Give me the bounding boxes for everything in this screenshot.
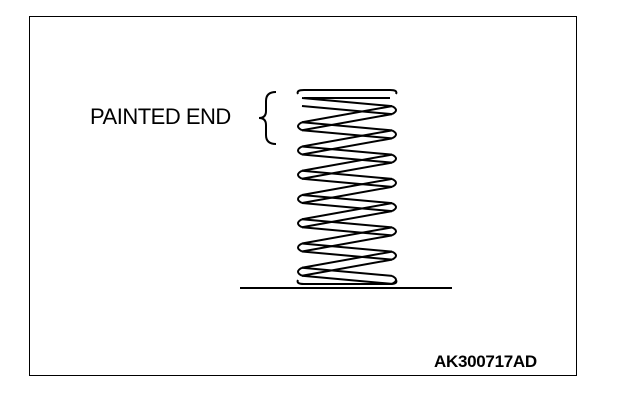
coil-spring xyxy=(296,89,398,285)
spring-coil-segment xyxy=(301,242,393,253)
spring-coil-segment xyxy=(301,121,393,132)
spring-coil-segment xyxy=(296,279,398,285)
spring-coil-segment xyxy=(301,250,393,261)
spring-coil-segment xyxy=(301,218,393,229)
spring-coil-segment xyxy=(301,266,393,277)
painted-end-brace xyxy=(258,91,277,145)
spring-coil-segment xyxy=(301,113,393,132)
spring-coil-segment xyxy=(301,177,393,196)
spring-coil-segment xyxy=(297,145,303,156)
spring-coil-segment xyxy=(297,266,303,277)
spring-coil-segment xyxy=(301,258,393,277)
spring-coil-segment xyxy=(297,194,303,204)
spring-coil-segment xyxy=(301,250,393,269)
spring-coil-segment xyxy=(301,105,393,116)
spring-coil-segment xyxy=(301,153,393,164)
spring-coil-segment xyxy=(301,226,393,237)
spring-coil-segment xyxy=(391,226,397,237)
spring-coil-segment xyxy=(301,129,393,140)
spring-coil-segment xyxy=(301,194,393,205)
spring-coil-segment xyxy=(296,89,398,95)
spring-coil-segment xyxy=(301,177,393,188)
spring-coil-segment xyxy=(301,202,393,221)
spring-coil-segment xyxy=(301,226,393,245)
spring-coil-segment xyxy=(301,234,393,253)
spring-coil-segment xyxy=(301,169,393,180)
spring-coil-segment xyxy=(297,121,303,132)
painted-end-label: PAINTED END xyxy=(90,104,231,129)
figure-code: AK300717AD xyxy=(434,352,537,371)
spring-coil-segment xyxy=(297,242,303,253)
spring-coil-segment xyxy=(301,274,393,285)
spring-coil-segment xyxy=(391,153,397,164)
spring-coil-segment xyxy=(301,161,393,180)
spring-coil-segment xyxy=(391,177,397,188)
spring-coil-segment xyxy=(301,210,393,229)
spring-coil-segment xyxy=(301,105,393,124)
spring-coil-segment xyxy=(301,97,393,108)
spring-coil-segment xyxy=(391,105,397,116)
spring-coil-segment xyxy=(301,202,393,213)
spring-coil-segment xyxy=(301,185,393,204)
spring-coil-segment xyxy=(301,137,393,156)
spring-coil-segment xyxy=(301,129,393,148)
spring-coil-segment xyxy=(301,153,393,172)
spring-coil-segment xyxy=(391,250,397,261)
spring-coil-segment xyxy=(391,202,397,213)
spring-coil-segment xyxy=(301,145,393,156)
spring-coil-segment xyxy=(297,218,303,229)
spring-coil-segment xyxy=(297,169,303,180)
spring-coil-segment xyxy=(391,129,397,140)
